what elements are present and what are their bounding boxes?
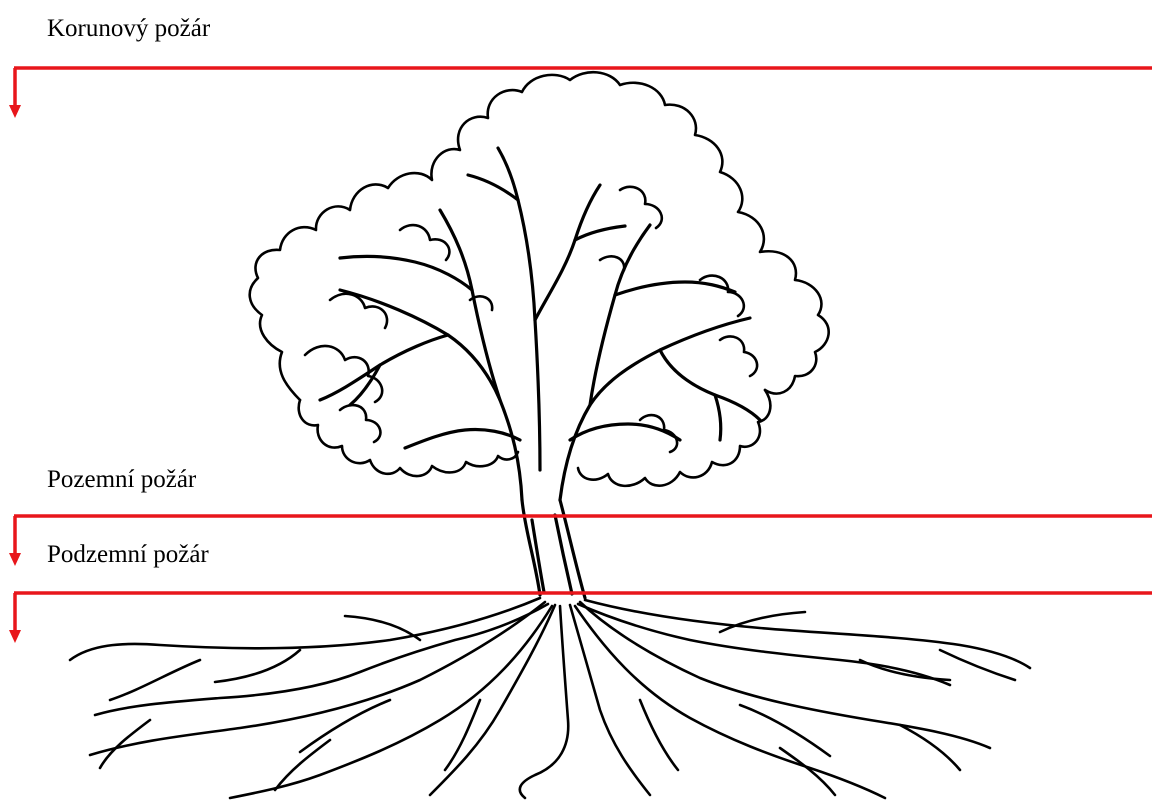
down-arrow-icon [9, 553, 21, 566]
down-arrow-icon [9, 630, 21, 643]
ground-fire-label: Podzemní požár [47, 542, 209, 567]
tree-roots [70, 598, 1030, 798]
down-arrow-icon [9, 105, 21, 118]
level-line-ground [9, 593, 1152, 643]
surface-fire-label: Pozemní požár [47, 467, 196, 492]
crown-fire-label: Korunový požár [47, 16, 210, 41]
tree-illustration [70, 72, 1030, 798]
